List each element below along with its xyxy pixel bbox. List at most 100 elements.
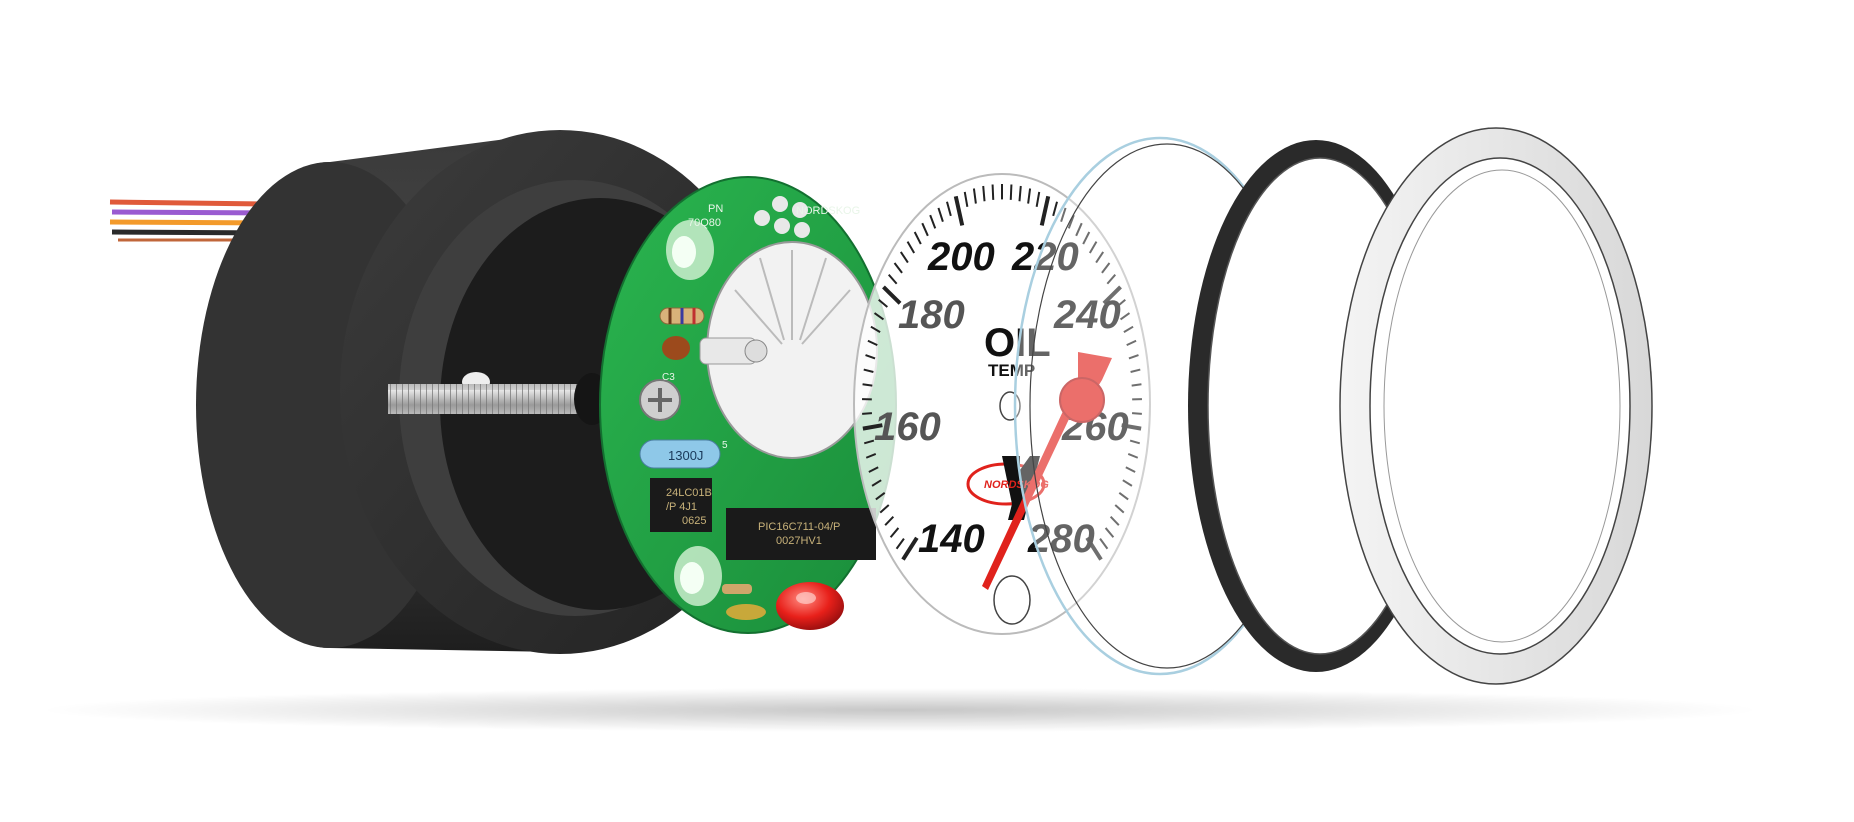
dial-tick: [863, 368, 874, 373]
dial-tick: [1035, 191, 1041, 207]
dial-tick: [1129, 439, 1141, 445]
dial-tick: [1119, 312, 1131, 321]
film-capacitor: 1300J: [639, 439, 721, 469]
dial-tick: [875, 491, 886, 501]
dial-tick: [1052, 201, 1058, 217]
dial-tick: [884, 516, 895, 526]
dial-tick: [1126, 339, 1137, 347]
dial-tick: [867, 339, 878, 347]
coil-shaft-end: [744, 339, 768, 363]
dial-tick: [1122, 479, 1133, 487]
dial-tick: [972, 188, 977, 204]
mcu-label-2: 0027HV1: [776, 535, 822, 547]
tantalum-capacitor: [726, 604, 766, 620]
dial-tick: [1027, 188, 1032, 204]
dial-tick: [1099, 538, 1109, 550]
dial-tick: [1101, 262, 1111, 274]
pcb-c3-label: C3: [662, 372, 675, 383]
pcb-brand-label: NORDSKOG: [796, 205, 860, 217]
circuit-board: 1300J 5 24LC01B /P 4J1 0625 PIC16C711-04…: [599, 176, 897, 634]
dial-tick: [1106, 274, 1117, 285]
dial-tick: [921, 222, 929, 237]
dial-tick-label: 200: [927, 235, 995, 279]
dial-tick: [863, 439, 875, 445]
dial-tick: [1009, 184, 1013, 200]
dial-tick: [862, 412, 873, 415]
dial-tick: [1104, 527, 1115, 538]
dial-tick: [870, 325, 881, 333]
lamp-bottom: [674, 546, 722, 606]
dial-tick: [868, 466, 879, 473]
eeprom-label-3: 0625: [682, 515, 706, 527]
dial-tick: [1130, 368, 1141, 373]
dial-tick: [1128, 354, 1139, 360]
dial-hole-bottom: [993, 575, 1031, 625]
dial-tick: [953, 195, 965, 226]
dial-tick: [913, 231, 922, 245]
pcb-pn-label: PN: [708, 203, 723, 215]
mcu-label-1: PIC16C711-04/P: [758, 521, 840, 533]
dial-tick: [982, 185, 986, 202]
dial-tick: [929, 214, 937, 229]
dial-tick: [873, 312, 885, 321]
dial-tick: [1121, 423, 1142, 431]
dial-tick: [882, 285, 902, 305]
eeprom-label-2: /P 4J1: [666, 501, 697, 513]
eeprom-chip: 24LC01B /P 4J1 0625: [650, 478, 712, 532]
dial-tick: [878, 298, 888, 308]
dial-tick: [1102, 285, 1122, 305]
dial-tick: [946, 201, 952, 217]
dial-tick: [1095, 251, 1105, 264]
capacitor-label: 1300J: [668, 448, 703, 463]
resistor: [659, 307, 705, 325]
dial-tick: [1109, 516, 1120, 526]
dial-face: 140 160 180 200 220 240 260 280 OIL TEMP…: [853, 173, 1151, 635]
bobbin-fins: [734, 250, 851, 345]
gauge-needle: [982, 352, 1112, 590]
dial-tick: [1125, 466, 1136, 473]
red-led: [776, 582, 844, 630]
dial-tick: [1123, 325, 1134, 333]
dial-tick: [1131, 383, 1142, 387]
mcu-chip: PIC16C711-04/P 0027HV1: [726, 508, 876, 560]
dial-tick: [871, 479, 882, 487]
dial-tick: [937, 207, 944, 223]
ceramic-capacitor: [662, 336, 690, 360]
dial-tick: [1114, 504, 1125, 514]
dial-tick: [865, 453, 877, 459]
dial-tick-label: 240: [1053, 293, 1121, 337]
small-resistor: [722, 584, 752, 594]
dial-tick-marks: [861, 184, 1142, 561]
dial-tick: [862, 383, 873, 387]
dial-tick: [991, 184, 995, 200]
ground-shadow: [40, 688, 1760, 732]
dial-tick-label: 180: [898, 293, 965, 337]
dial-tick: [1118, 491, 1129, 501]
dial-tick: [1067, 214, 1075, 229]
bezel-ring: [1339, 127, 1653, 685]
dial-tick: [1116, 298, 1126, 308]
dial-tick: [1131, 412, 1142, 415]
dial-tick: [899, 251, 909, 264]
dial-tick: [862, 423, 883, 431]
dial-tick: [895, 538, 905, 550]
dial-tick: [879, 504, 890, 514]
pcb-pn-value: 70Q80: [688, 217, 721, 229]
dial-tick: [1088, 241, 1098, 254]
dial-tick: [1018, 185, 1022, 202]
pcb-screw: [639, 379, 681, 421]
dial-tick: [1127, 453, 1139, 459]
dial-tick: [893, 262, 903, 274]
dial-tick-label: 160: [874, 405, 941, 449]
dial-tick: [906, 241, 916, 254]
dial-tick: [963, 191, 969, 207]
solder-pads: [754, 196, 810, 238]
dial-title-temp: TEMP: [988, 361, 1035, 380]
dial-tick: [1082, 231, 1091, 245]
dial-tick: [1085, 536, 1103, 561]
dial-tick: [887, 274, 898, 285]
eeprom-label-1: 24LC01B: [666, 487, 712, 499]
dial-tick: [1075, 222, 1083, 237]
dial-tick: [1039, 195, 1051, 226]
